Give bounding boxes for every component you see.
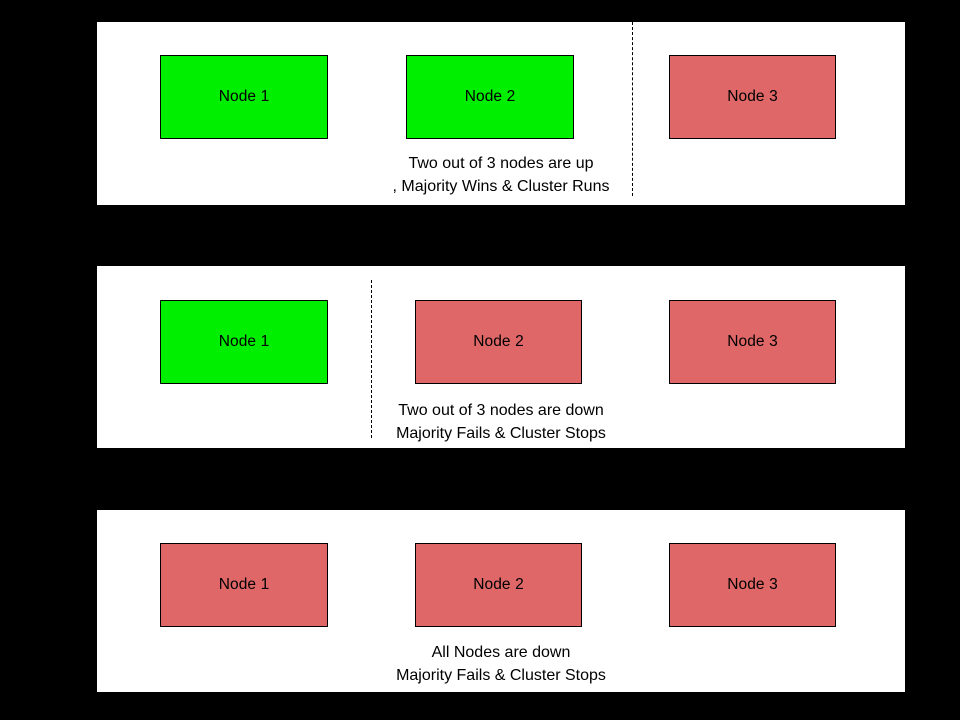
node-box-1[interactable]: Node 1 <box>160 300 328 384</box>
partition-divider-line <box>632 22 633 196</box>
node-box-1[interactable]: Node 1 <box>160 55 328 139</box>
scenario-panel-two-nodes-down: Node 1 Node 2 Node 3 Two out of 3 nodes … <box>97 266 905 448</box>
node-box-3[interactable]: Node 3 <box>669 300 836 384</box>
scenario-panel-one-node-down: Node 1 Node 2 Node 3 Two out of 3 nodes … <box>97 22 905 205</box>
partition-divider-line <box>371 280 372 438</box>
panel-caption: Two out of 3 nodes are down Majority Fai… <box>97 399 905 445</box>
caption-line-1: Two out of 3 nodes are up <box>408 155 594 172</box>
node-box-2[interactable]: Node 2 <box>415 543 582 627</box>
node-box-1[interactable]: Node 1 <box>160 543 328 627</box>
scenario-panel-all-nodes-down: Node 1 Node 2 Node 3 All Nodes are down … <box>97 510 905 692</box>
node-box-2[interactable]: Node 2 <box>406 55 574 139</box>
caption-line-2: Majority Fails & Cluster Stops <box>396 425 606 442</box>
node-box-2[interactable]: Node 2 <box>415 300 582 384</box>
node-box-3[interactable]: Node 3 <box>669 55 836 139</box>
panel-caption: All Nodes are down Majority Fails & Clus… <box>97 641 905 687</box>
node-box-3[interactable]: Node 3 <box>669 543 836 627</box>
panel-caption: Two out of 3 nodes are up , Majority Win… <box>97 152 905 198</box>
caption-line-2: , Majority Wins & Cluster Runs <box>392 178 610 195</box>
caption-line-2: Majority Fails & Cluster Stops <box>396 667 606 684</box>
caption-line-1: Two out of 3 nodes are down <box>398 402 604 419</box>
caption-line-1: All Nodes are down <box>431 644 571 661</box>
